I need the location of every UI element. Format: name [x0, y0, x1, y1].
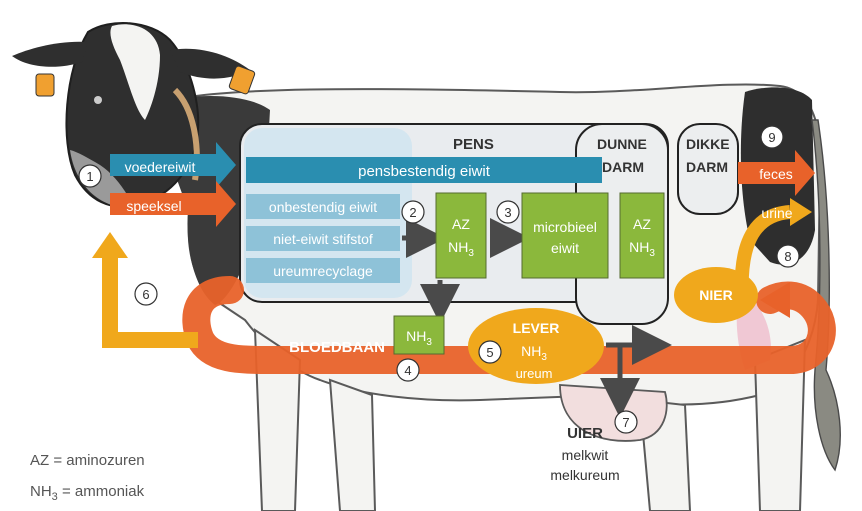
- nier-label: NIER: [699, 287, 732, 303]
- voedereiwit-label: voedereiwit: [125, 159, 196, 175]
- dunne-darm-heading-2: DARM: [602, 159, 644, 175]
- microbieel-label-1: microbieel: [533, 219, 597, 235]
- pens-heading: PENS: [453, 136, 494, 153]
- bloedbaan-label: BLOEDBAAN: [289, 339, 385, 356]
- microbieel-label-2: eiwit: [551, 240, 579, 256]
- step-8: 8: [777, 245, 799, 267]
- svg-text:9: 9: [768, 130, 775, 145]
- cow-left-ear: [12, 42, 88, 67]
- svg-text:4: 4: [404, 363, 411, 378]
- lever-label: LEVER: [513, 320, 560, 336]
- lever-ureum-label: ureum: [516, 366, 553, 381]
- svg-text:1: 1: [86, 169, 93, 184]
- step-1: 1: [79, 165, 101, 187]
- svg-text:2: 2: [409, 205, 416, 220]
- feces-label: feces: [759, 166, 792, 182]
- svg-text:5: 5: [486, 345, 493, 360]
- step-3: 3: [497, 201, 519, 223]
- ureumrecyclage-label: ureumrecyclage: [273, 263, 373, 279]
- step-5: 5: [479, 341, 501, 363]
- legend-az: AZ = aminozuren: [30, 452, 145, 469]
- cow-eye: [94, 96, 102, 104]
- svg-text:7: 7: [622, 415, 629, 430]
- legend-nh3: NH3 = ammoniak: [30, 483, 145, 503]
- cow-front-leg-right: [330, 380, 375, 511]
- melkwit-label: melkwit: [562, 447, 609, 463]
- pens-az-nh3-box: [436, 193, 486, 278]
- dikke-darm-heading-2: DARM: [686, 159, 728, 175]
- step-6: 6: [135, 283, 157, 305]
- darm-az-label: AZ: [633, 216, 651, 232]
- melkureum-label: melkureum: [550, 467, 619, 483]
- svg-text:8: 8: [784, 249, 791, 264]
- pens-az-label: AZ: [452, 216, 470, 232]
- svg-text:6: 6: [142, 287, 149, 302]
- dunne-darm-heading-1: DUNNE: [597, 136, 647, 152]
- speeksel-label: speeksel: [126, 198, 181, 214]
- pensbestendig-label: pensbestendig eiwit: [358, 163, 491, 180]
- recycle-arrowhead: [92, 232, 128, 258]
- microbieel-box: [522, 193, 608, 278]
- step-7: 7: [615, 411, 637, 433]
- darm-az-nh3-box: [620, 193, 664, 278]
- step-9: 9: [761, 126, 783, 148]
- uier-label: UIER: [567, 425, 603, 442]
- step-4: 4: [397, 359, 419, 381]
- niet-eiwit-label: niet-eiwit stifstof: [273, 231, 373, 247]
- onbestendig-label: onbestendig eiwit: [269, 199, 377, 215]
- svg-text:3: 3: [504, 205, 511, 220]
- dikke-darm-heading-1: DIKKE: [686, 136, 730, 152]
- urine-label: urine: [761, 205, 792, 221]
- ear-tag-left: [36, 74, 54, 96]
- step-2: 2: [402, 201, 424, 223]
